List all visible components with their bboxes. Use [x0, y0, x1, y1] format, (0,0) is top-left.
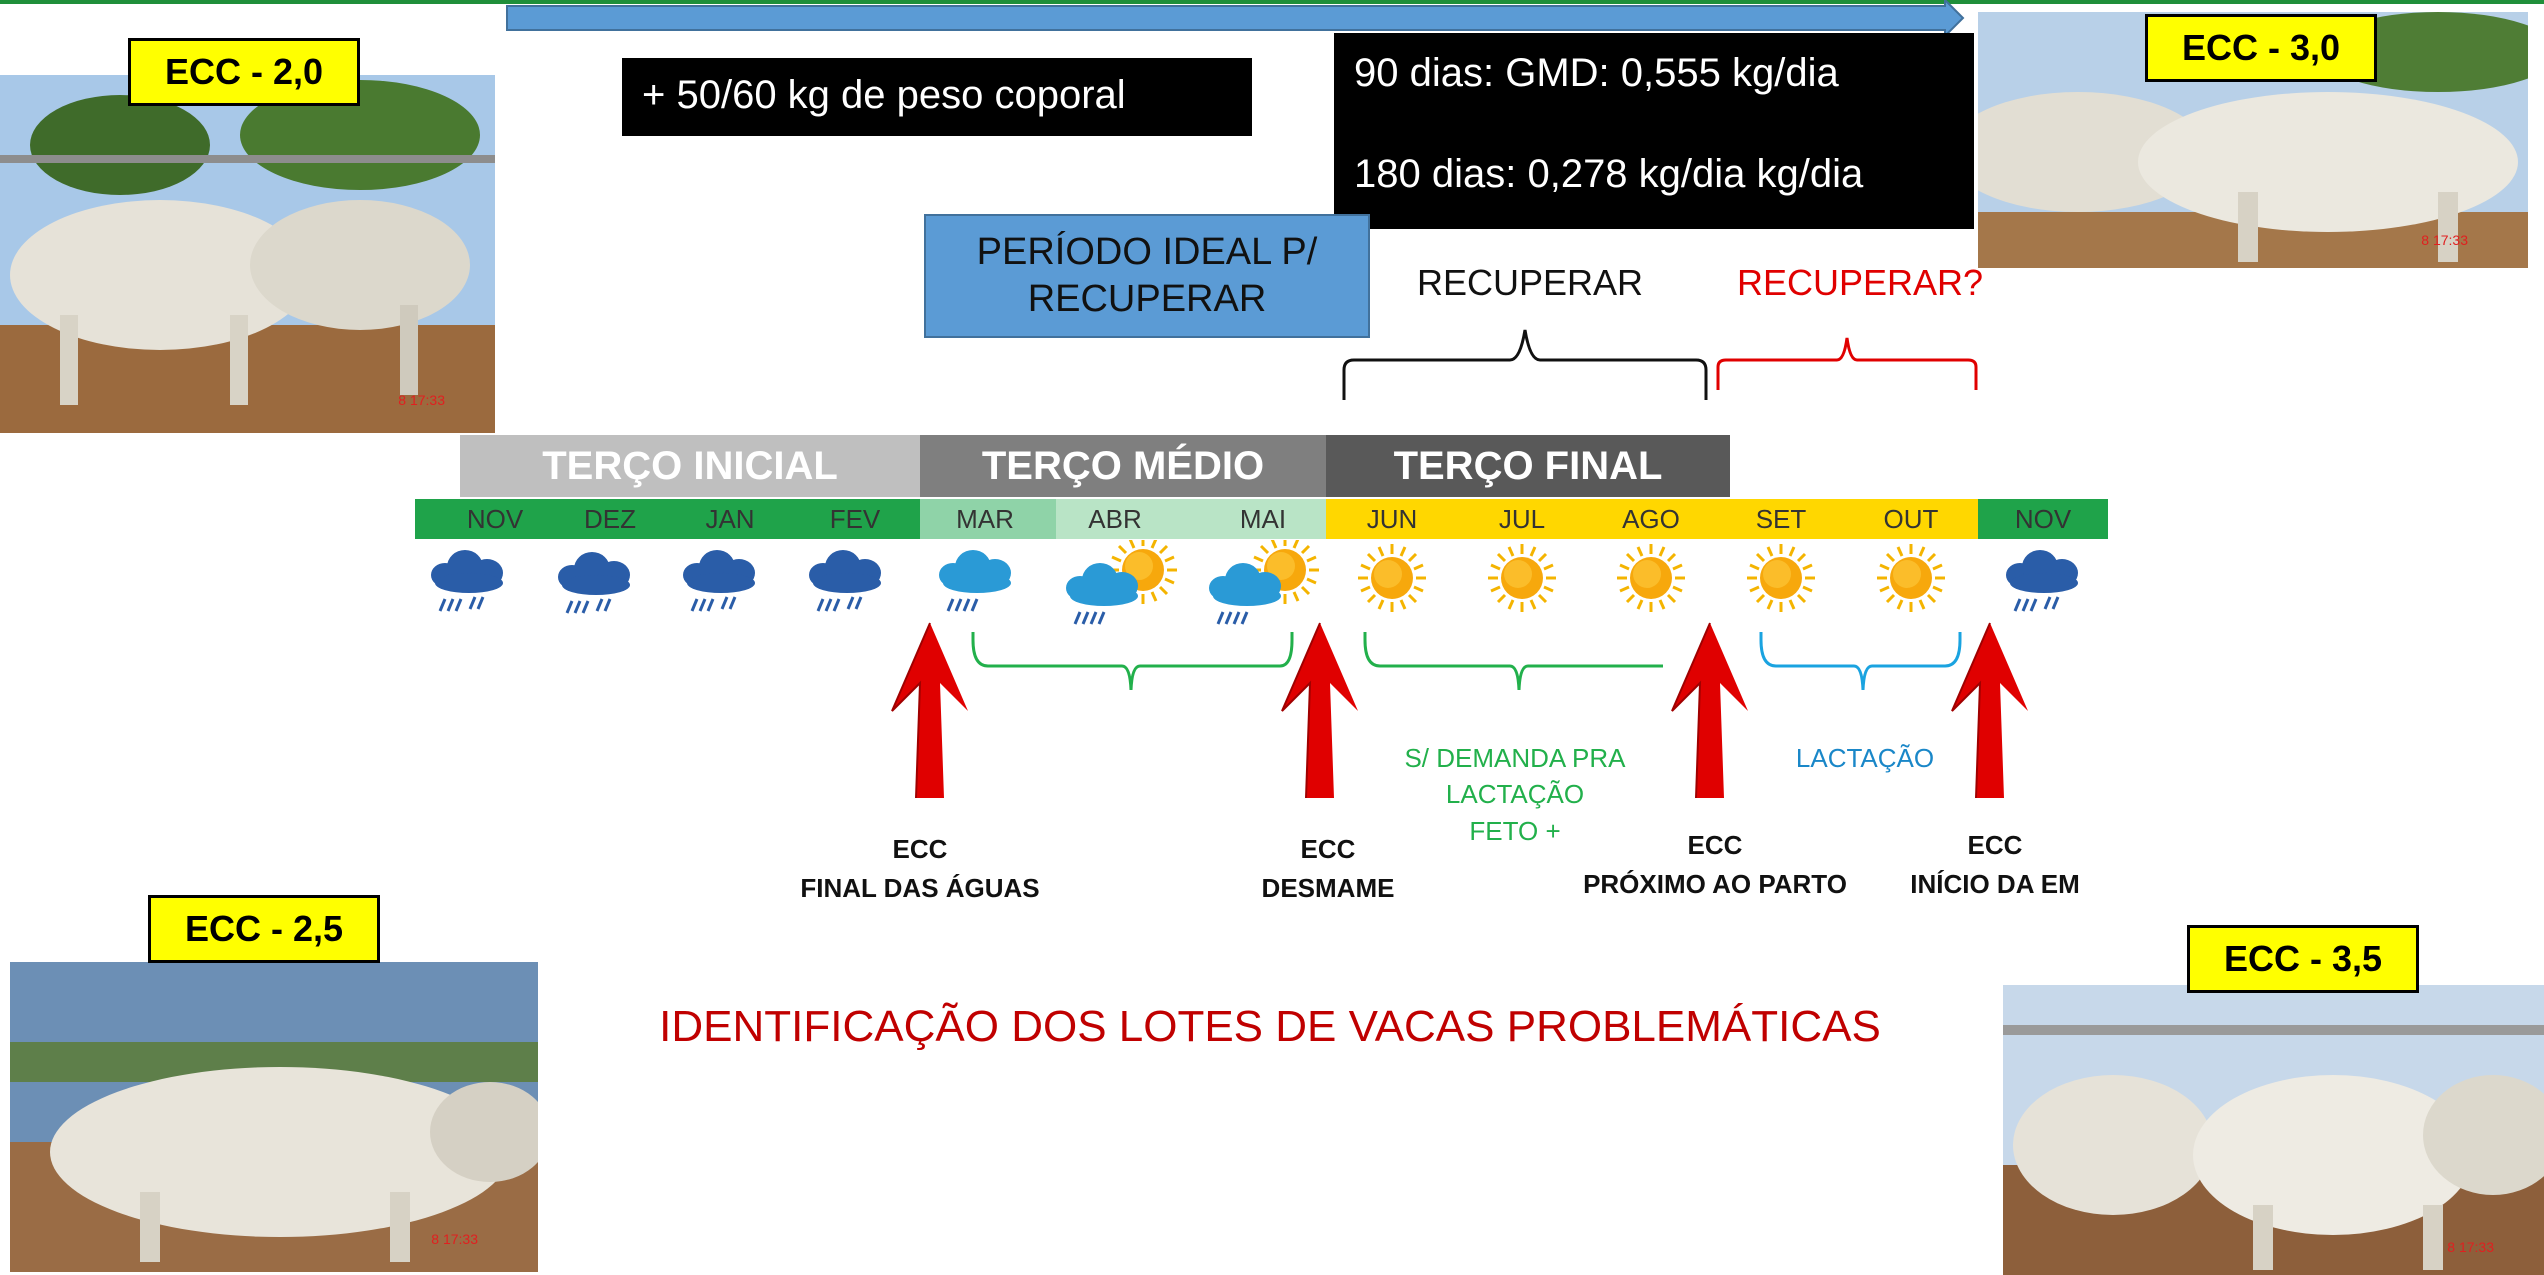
- photo-timestamp: 8 17:33: [2421, 232, 2468, 248]
- phase-terco-inicial: TERÇO INICIAL: [460, 435, 920, 497]
- ideal-period-line2: RECUPERAR: [1027, 278, 1267, 320]
- red-arrow-final-das-aguas: [891, 622, 969, 799]
- photo-timestamp: 8 17:33: [431, 1231, 478, 1247]
- top-accent-line: [0, 0, 2544, 4]
- ecc-sublabel: PRÓXIMO AO PARTO: [1583, 869, 1847, 899]
- month-band-dry: [1326, 499, 1978, 539]
- month-nov-next: NOV: [2014, 503, 2072, 534]
- green-brace-final: [1363, 632, 1663, 691]
- rain-cloud-icon: [937, 548, 1013, 613]
- ideal-period-box: PERÍODO IDEAL P/ RECUPERAR: [924, 214, 1370, 338]
- sun-icon: [1875, 542, 1947, 614]
- photo-timestamp: 8 17:33: [2447, 1239, 2494, 1255]
- green-brace-recover: [971, 632, 1294, 691]
- month-jun: JUN: [1366, 503, 1418, 534]
- phase-terco-final: TERÇO FINAL: [1326, 435, 1730, 497]
- rain-cloud-icon: [556, 550, 632, 615]
- photo-timestamp: 8 17:33: [398, 392, 445, 408]
- gmd-line-180: 180 dias: 0,278 kg/dia kg/dia: [1354, 152, 1864, 196]
- sun-rain-icon: [1207, 540, 1321, 626]
- ecc-proximo-ao-parto: ECC PRÓXIMO AO PARTO: [1565, 826, 1865, 904]
- weight-gain-box: + 50/60 kg de peso coporal: [622, 58, 1252, 136]
- badge-ecc-20: ECC - 2,0: [128, 38, 360, 106]
- sun-icon: [1615, 542, 1687, 614]
- no-demand-line1: S/ DEMANDA PRA: [1404, 743, 1626, 773]
- month-band-nov: [1978, 499, 2108, 539]
- ecc-sublabel: INÍCIO DA EM: [1910, 869, 2080, 899]
- month-mai: MAI: [1239, 503, 1287, 534]
- gmd-line-90: 90 dias: GMD: 0,555 kg/dia: [1354, 51, 1839, 95]
- month-set: SET: [1755, 503, 1807, 534]
- badge-ecc-35: ECC - 3,5: [2187, 925, 2419, 993]
- month-jul: JUL: [1498, 503, 1546, 534]
- month-dez: DEZ: [584, 503, 636, 534]
- month-mar: MAR: [956, 503, 1014, 534]
- red-arrow-proximo-parto: [1671, 622, 1749, 799]
- ideal-period-line1: PERÍODO IDEAL P/: [976, 230, 1318, 273]
- month-fev: FEV: [829, 503, 881, 534]
- recover-question-brace: [1716, 337, 1978, 390]
- blue-brace-lactation: [1759, 632, 1962, 691]
- ecc-label: ECC: [1967, 830, 2023, 860]
- no-demand-note: S/ DEMANDA PRA LACTAÇÃO FETO +: [1355, 740, 1675, 849]
- badge-ecc-25: ECC - 2,5: [148, 895, 380, 963]
- no-demand-line3: FETO +: [1469, 815, 1561, 846]
- ecc-label: ECC: [892, 834, 948, 864]
- month-band-abr-mai: [1056, 499, 1326, 539]
- sun-icon: [1486, 542, 1558, 614]
- month-band-mar: [920, 499, 1056, 539]
- rain-cloud-icon: [429, 548, 505, 613]
- no-demand-line2: LACTAÇÃO: [1445, 779, 1585, 810]
- ecc-sublabel: FINAL DAS ÁGUAS: [800, 873, 1040, 903]
- cow-photo-ecc-20: 8 17:33: [0, 75, 495, 433]
- rain-cloud-icon: [807, 548, 883, 613]
- recover-question-label: RECUPERAR?: [1736, 262, 1984, 303]
- red-arrow-desmame: [1281, 622, 1359, 799]
- recover-label: RECUPERAR: [1416, 262, 1644, 303]
- sun-icon: [1745, 542, 1817, 614]
- ecc-label: ECC: [1300, 834, 1356, 864]
- rain-cloud-icon: [681, 548, 757, 613]
- ecc-sublabel: DESMAME: [1261, 873, 1395, 903]
- ecc-final-das-aguas: ECC FINAL DAS ÁGUAS: [760, 830, 1080, 908]
- timeline-arrow: [506, 0, 1965, 39]
- month-nov: NOV: [466, 503, 524, 534]
- month-out: OUT: [1883, 503, 1939, 534]
- month-jan: JAN: [705, 503, 755, 534]
- page-title: IDENTIFICAÇÃO DOS LOTES DE VACAS PROBLEM…: [659, 1002, 1881, 1051]
- marker-layer: [891, 622, 2029, 799]
- badge-ecc-30: ECC - 3,0: [2145, 14, 2377, 82]
- cow-photo-ecc-35: 8 17:33: [2003, 985, 2544, 1275]
- recover-brace: [1342, 329, 1708, 400]
- gmd-box: 90 dias: GMD: 0,555 kg/dia 180 dias: 0,2…: [1334, 33, 1974, 229]
- month-band-rainy: [415, 499, 920, 539]
- rain-cloud-icon: [2004, 548, 2080, 613]
- month-abr: ABR: [1088, 503, 1142, 534]
- phase-terco-medio: TERÇO MÉDIO: [920, 435, 1326, 497]
- ecc-inicio-da-em: ECC INÍCIO DA EM: [1870, 826, 2120, 904]
- sun-icon: [1356, 542, 1428, 614]
- ecc-desmame: ECC DESMAME: [1188, 830, 1468, 908]
- lactation-note: LACTAÇÃO: [1795, 743, 1935, 773]
- month-ago: AGO: [1622, 503, 1680, 534]
- ecc-label: ECC: [1687, 830, 1743, 860]
- sun-rain-icon: [1064, 540, 1179, 626]
- cow-photo-ecc-25: 8 17:33: [10, 962, 538, 1272]
- month-strip: NOV DEZ JAN FEV MAR ABR MAI JUN JUL AGO …: [415, 499, 2108, 539]
